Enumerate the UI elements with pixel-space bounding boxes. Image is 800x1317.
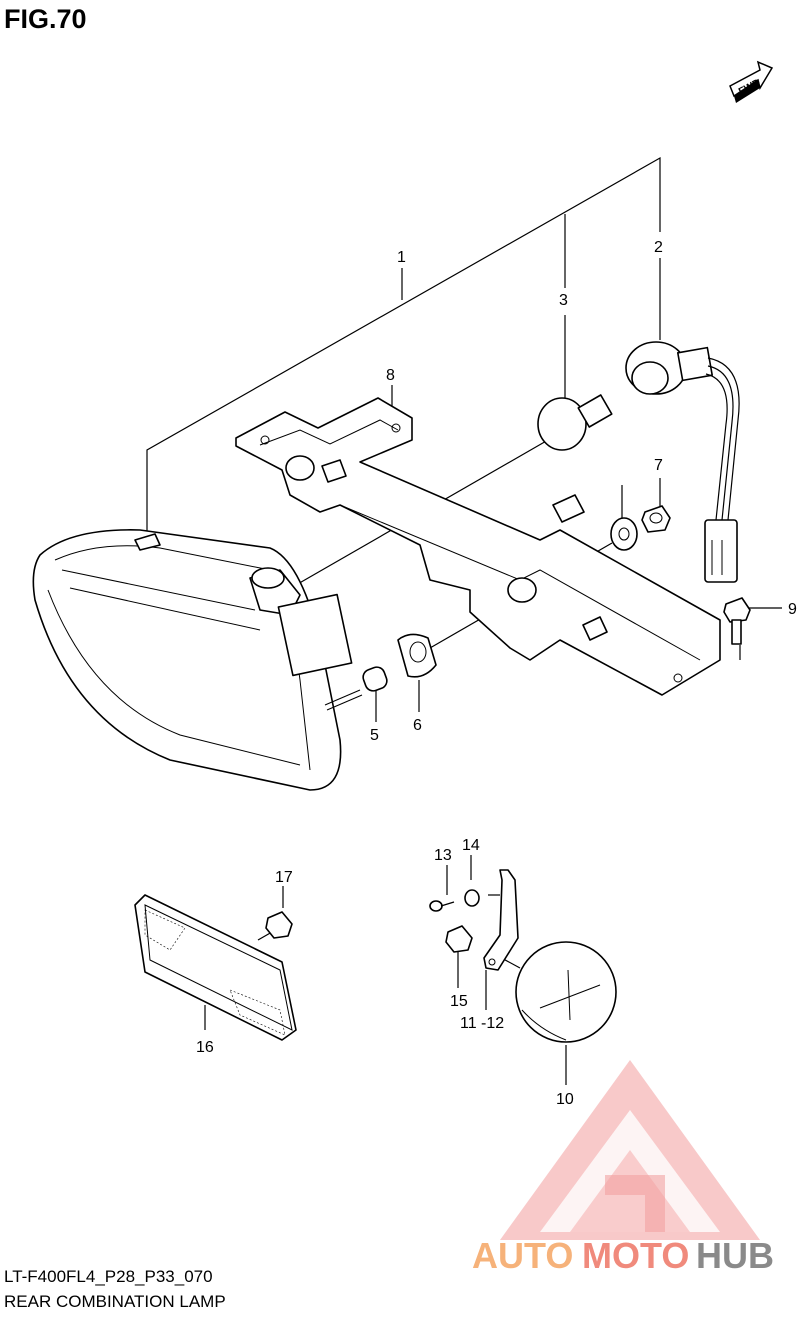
fwd-arrow-icon: FWD [729,60,774,103]
grommet-part-6 [397,633,437,678]
collar-part-5 [362,666,388,692]
callout-9: 9 [788,601,797,618]
nut-part-17 [265,911,293,939]
bolt-part-9 [723,597,751,645]
washer [610,517,638,551]
license-lamp-part-10 [515,941,617,1043]
taillamp-housing-part-1 [32,529,363,791]
nut-part-7 [641,505,671,533]
callout-11-12: 11 -12 [460,1015,504,1032]
nut-part-15 [445,925,473,953]
callout-3: 3 [559,292,568,309]
socket-harness-part-2 [625,341,740,583]
callout-10: 10 [556,1091,574,1108]
callout-13: 13 [434,847,452,864]
callout-5: 5 [370,727,379,744]
figure-title: FIG.70 [4,4,87,34]
model-code: LT-F400FL4_P28_P33_070 [4,1267,213,1286]
watermark-logo [500,1060,760,1240]
callout-16: 16 [196,1039,214,1056]
callout-14: 14 [462,837,480,854]
watermark-text: AUTO MOTO HUB [472,1235,774,1276]
screw-part-13 [429,900,455,912]
callout-2: 2 [654,239,663,256]
bulb-part-3 [537,394,613,451]
callout-8: 8 [386,367,395,384]
watermark-moto: MOTO [582,1235,689,1276]
callout-15: 15 [450,993,468,1010]
callout-numbers: 1 2 3 5 6 7 8 9 10 11 -12 13 14 15 16 17 [196,239,797,1108]
callout-1: 1 [397,249,406,266]
callout-7: 7 [654,457,663,474]
callout-6: 6 [413,717,422,734]
stay-part-11-12 [483,869,519,971]
watermark-hub: HUB [696,1235,774,1276]
bracket-part-8 [235,397,721,696]
callout-17: 17 [275,869,293,886]
nut-part-14 [464,889,480,907]
reflector-part-16 [134,894,297,1041]
figure-name: REAR COMBINATION LAMP [4,1292,226,1311]
watermark-auto: AUTO [472,1235,573,1276]
